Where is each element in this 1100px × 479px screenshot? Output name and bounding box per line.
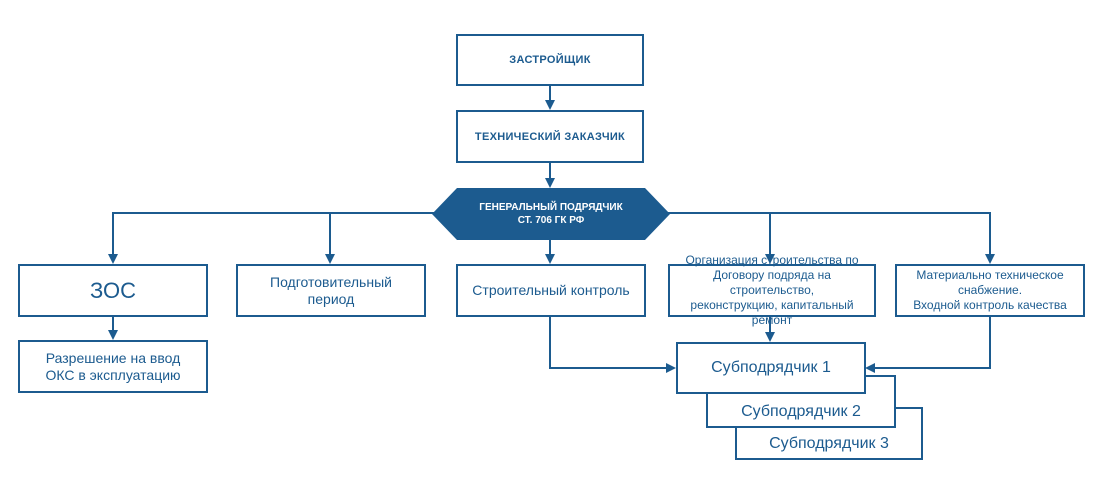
technical-customer-box: ТЕХНИЧЕСКИЙ ЗАКАЗЧИК: [456, 110, 644, 163]
branch-line-left: [108, 212, 440, 264]
developer-box: ЗАСТРОЙЩИК: [456, 34, 644, 86]
subcontractor-1-box: Субподрядчик 1: [676, 342, 866, 394]
general-contractor-shape: [432, 188, 670, 240]
preparatory-period-box: Подготовительный период: [236, 264, 426, 317]
construction-organization-box: Организация строительства по Договору по…: [668, 253, 876, 327]
material-supply-box: Материально техническое снабжение. Входн…: [895, 264, 1085, 317]
general-contractor-label: ГЕНЕРАЛЬНЫЙ ПОДРЯДЧИК СТ. 706 ГК РФ: [479, 201, 623, 227]
construction-control-box: Строительный контроль: [456, 264, 646, 317]
arrow-supply-to-sub1: [865, 317, 991, 373]
commissioning-permit-box: Разрешение на ввод ОКС в эксплуатацию: [18, 340, 208, 393]
branch-line-right: [662, 212, 995, 264]
arrow-control-to-sub1: [549, 317, 676, 373]
zos-box: ЗОС: [18, 264, 208, 317]
